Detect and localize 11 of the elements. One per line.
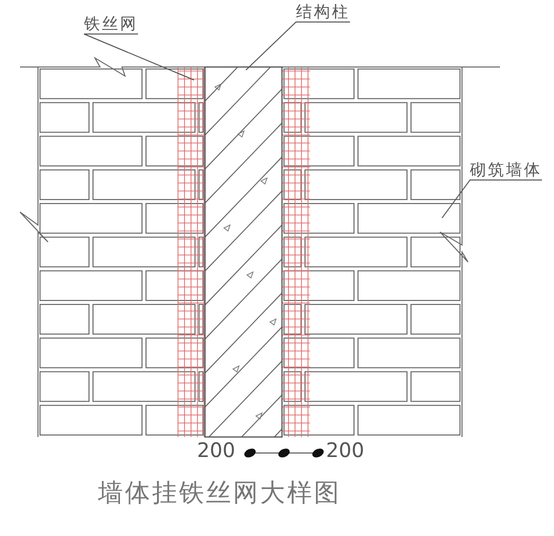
leader-line [84, 34, 194, 80]
dimension-text: 200 [197, 440, 236, 460]
leader-line [246, 22, 350, 70]
concrete-column-drawing [204, 66, 283, 438]
part-label: 砌筑墙体 [470, 160, 542, 180]
leader-line [442, 180, 542, 218]
part-label: 结构柱 [296, 2, 350, 22]
part-label: 铁丝网 [84, 14, 138, 34]
drawing-title: 墙体挂铁丝网大样图 [98, 478, 341, 508]
dimension-text: 200 [326, 440, 364, 460]
wire-mesh-drawing [178, 66, 310, 438]
